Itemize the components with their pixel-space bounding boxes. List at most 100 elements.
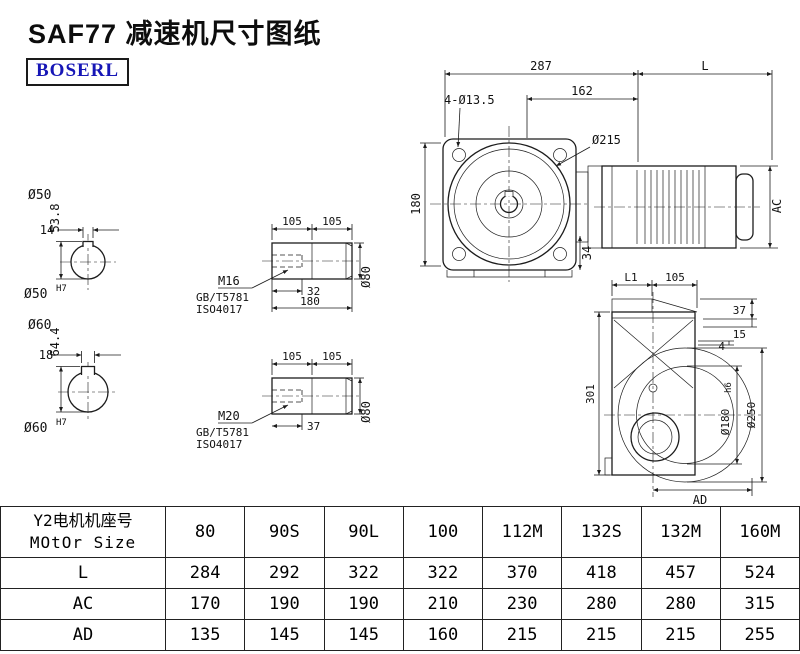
value-cell: 370 [481, 557, 563, 589]
shaft1-cross-section: 14 53.8 Ø50 Ø50 H7 [24, 188, 119, 302]
value-cell: 170 [164, 588, 246, 620]
motor-size-80: 80 [164, 506, 246, 558]
value-cell: 210 [402, 588, 484, 620]
shaft1-keyway-width-label: 14 [40, 223, 54, 237]
shaft1-bore-label: Ø50 [24, 287, 47, 302]
value-cell: 230 [481, 588, 563, 620]
shaft2-dim-105b: 105 [322, 350, 342, 363]
dim-L-label: L [701, 59, 708, 73]
value-cell: 215 [561, 619, 642, 651]
dim-15-label: 15 [733, 328, 746, 341]
value-cell: 160 [402, 619, 484, 651]
shaft2-std2-label: ISO4017 [196, 438, 242, 451]
shaft2-dia80-label: Ø80 [359, 401, 373, 423]
bolt-hole [553, 148, 567, 162]
brand-logo: BOSERL [26, 58, 130, 86]
shaft1-bore-tol-label: H7 [56, 284, 67, 294]
value-cell: 215 [640, 619, 721, 651]
value-cell: 322 [323, 557, 404, 589]
motor-size-header: Y2电机机座号 MOtOr Size [0, 506, 166, 558]
shaft1-side-detail: 105 105 32 180 M16 GB/T5781 ISO4017 Ø80 [196, 215, 373, 316]
bolt-hole [452, 247, 466, 261]
dim-180-label: 180 [409, 193, 423, 215]
value-cell: 280 [640, 588, 721, 620]
shaft1-thread-depth: 32 [307, 285, 320, 298]
motor-size-header-cn: Y2电机机座号 [33, 511, 133, 530]
motor-size-112M: 112M [481, 506, 563, 558]
motor-size-100: 100 [402, 506, 484, 558]
shaft1-thread-label: M16 [218, 274, 240, 288]
shaft2-dim-105a: 105 [282, 350, 302, 363]
motor-size-132M: 132M [640, 506, 721, 558]
gearbox-housing [442, 138, 577, 271]
value-cell: 418 [561, 557, 642, 589]
dim-105-label: 105 [665, 271, 685, 284]
dim-AC-label: AC [770, 199, 784, 213]
value-cell: 215 [481, 619, 563, 651]
page-title: SAF77 减速机尺寸图纸 [28, 19, 322, 49]
value-cell: 190 [244, 588, 325, 620]
value-cell: 280 [561, 588, 642, 620]
shaft2-keyway-width-label: 18 [39, 348, 53, 362]
value-cell: 292 [244, 557, 325, 589]
shaft2-std1-label: GB/T5781 [196, 426, 249, 439]
bolt-holes-label: 4-Ø13.5 [444, 93, 495, 107]
value-cell: 284 [164, 557, 246, 589]
value-cell: 145 [244, 619, 325, 651]
dim-34-label: 34 [580, 246, 594, 260]
shaft2-side-detail: 105 105 37 M20 GB/T5781 ISO4017 Ø80 [196, 350, 373, 451]
value-cell: 135 [164, 619, 246, 651]
value-cell: 145 [323, 619, 404, 651]
value-cell: 524 [719, 557, 800, 589]
shaft1-length: 180 [300, 295, 320, 308]
motor-size-header-en: MOtOr Size [29, 533, 137, 552]
row-label-L: L [0, 557, 166, 589]
value-cell: 315 [719, 588, 800, 620]
output-bore-circle [630, 412, 680, 462]
motor-size-90S: 90S [244, 506, 325, 558]
motor-size-132S: 132S [561, 506, 642, 558]
bolt-hole [452, 148, 466, 162]
shaft2-thread-depth: 37 [307, 420, 320, 433]
shaft2-dia-label: Ø60 [28, 318, 51, 333]
dim-287-label: 287 [530, 59, 552, 73]
value-cell: 255 [719, 619, 800, 651]
flange-spigot-label: Ø180 [719, 409, 732, 436]
shaft1-keyway-height-label: 53.8 [48, 204, 62, 233]
shaft2-bore-label: Ø60 [24, 421, 47, 436]
gearbox-side-view: L1 105 37 15 4 301 Ø180 h6 [584, 271, 767, 506]
motor-size-160M: 160M [719, 506, 800, 558]
dim-L1-label: L1 [624, 271, 637, 284]
dim-4-label: 4 [718, 340, 725, 353]
technical-drawing: 14 53.8 Ø50 Ø50 H7 18 64.4 Ø60 [24, 59, 784, 506]
row-label-AD: AD [0, 619, 166, 651]
shaft2-bore-tol-label: H7 [56, 418, 67, 428]
shaft1-dia-label: Ø50 [28, 188, 51, 203]
dim-AD-label: AD [693, 493, 707, 506]
dim-301-label: 301 [584, 384, 597, 404]
value-cell: 190 [323, 588, 404, 620]
side-view-body [611, 311, 696, 476]
output-flange-dia-label: Ø250 [745, 402, 758, 429]
dim-162-label: 162 [571, 84, 593, 98]
dim-37-label: 37 [733, 304, 746, 317]
gearbox-front-view: 287 L 162 4-Ø13.5 Ø215 180 34 AC [409, 59, 784, 282]
flange-dia-label: Ø215 [592, 133, 621, 147]
flange-circle [447, 142, 571, 266]
motor-end-cap [735, 173, 754, 241]
shaft1-dim-105b: 105 [322, 215, 342, 228]
bolt-hole [553, 247, 567, 261]
shaft1-dim-105a: 105 [282, 215, 302, 228]
output-flange-circle [617, 347, 753, 483]
flange-spigot-tol-label: h6 [724, 382, 734, 393]
shaft1-std2-label: ISO4017 [196, 303, 242, 316]
shaft2-thread-label: M20 [218, 409, 240, 423]
shaft1-std1-label: GB/T5781 [196, 291, 249, 304]
value-cell: 322 [402, 557, 484, 589]
motor-size-90L: 90L [323, 506, 404, 558]
motor-size-table: Y2电机机座号 MOtOr Size 80 90S 90L 100 112M 1… [0, 506, 800, 651]
row-label-AC: AC [0, 588, 166, 620]
shaft2-keyway-height-label: 64.4 [48, 328, 62, 357]
shaft1-dia80-label: Ø80 [359, 266, 373, 288]
